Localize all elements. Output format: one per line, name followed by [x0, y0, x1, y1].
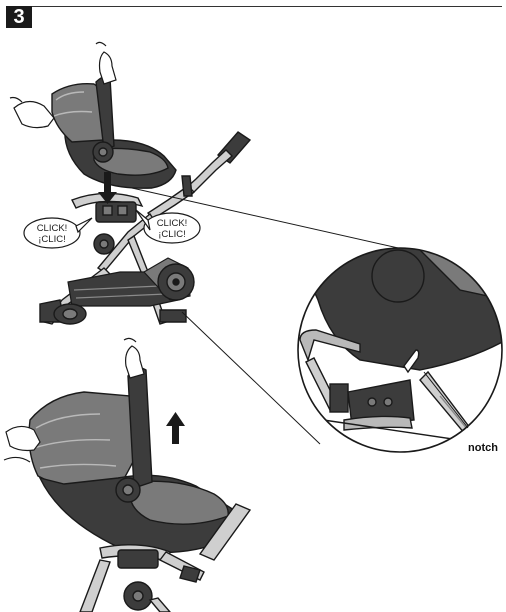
click-left-line1: CLICK! — [37, 223, 68, 234]
up-arrow-icon — [166, 412, 185, 444]
notch-leader-line — [423, 371, 469, 429]
click-callout-left: CLICK! ¡CLIC! — [23, 217, 93, 249]
click-left-line2: ¡CLIC! — [38, 234, 65, 245]
click-right-line1: CLICK! — [157, 218, 188, 229]
stroller-frame-bottom — [79, 503, 252, 612]
detail-magnifier: notch — [297, 247, 503, 454]
stroller-wheels-top — [39, 263, 195, 325]
click-right-line2: ¡CLIC! — [158, 229, 185, 240]
bottom-illustration — [3, 337, 252, 612]
car-seat-bottom — [28, 367, 236, 554]
hands-top — [9, 41, 117, 129]
click-callout-right: CLICK! ¡CLIC! — [135, 209, 201, 244]
zoom-lines — [131, 187, 417, 445]
down-arrow-icon — [98, 172, 117, 204]
step-number-badge: 3 — [6, 6, 32, 28]
notch-label: notch — [468, 442, 498, 454]
car-seat-top — [51, 75, 177, 189]
header-rule — [32, 6, 502, 7]
top-illustration: CLICK! ¡CLIC! CLICK! ¡CLIC! — [9, 41, 252, 325]
hands-bottom — [3, 337, 145, 463]
